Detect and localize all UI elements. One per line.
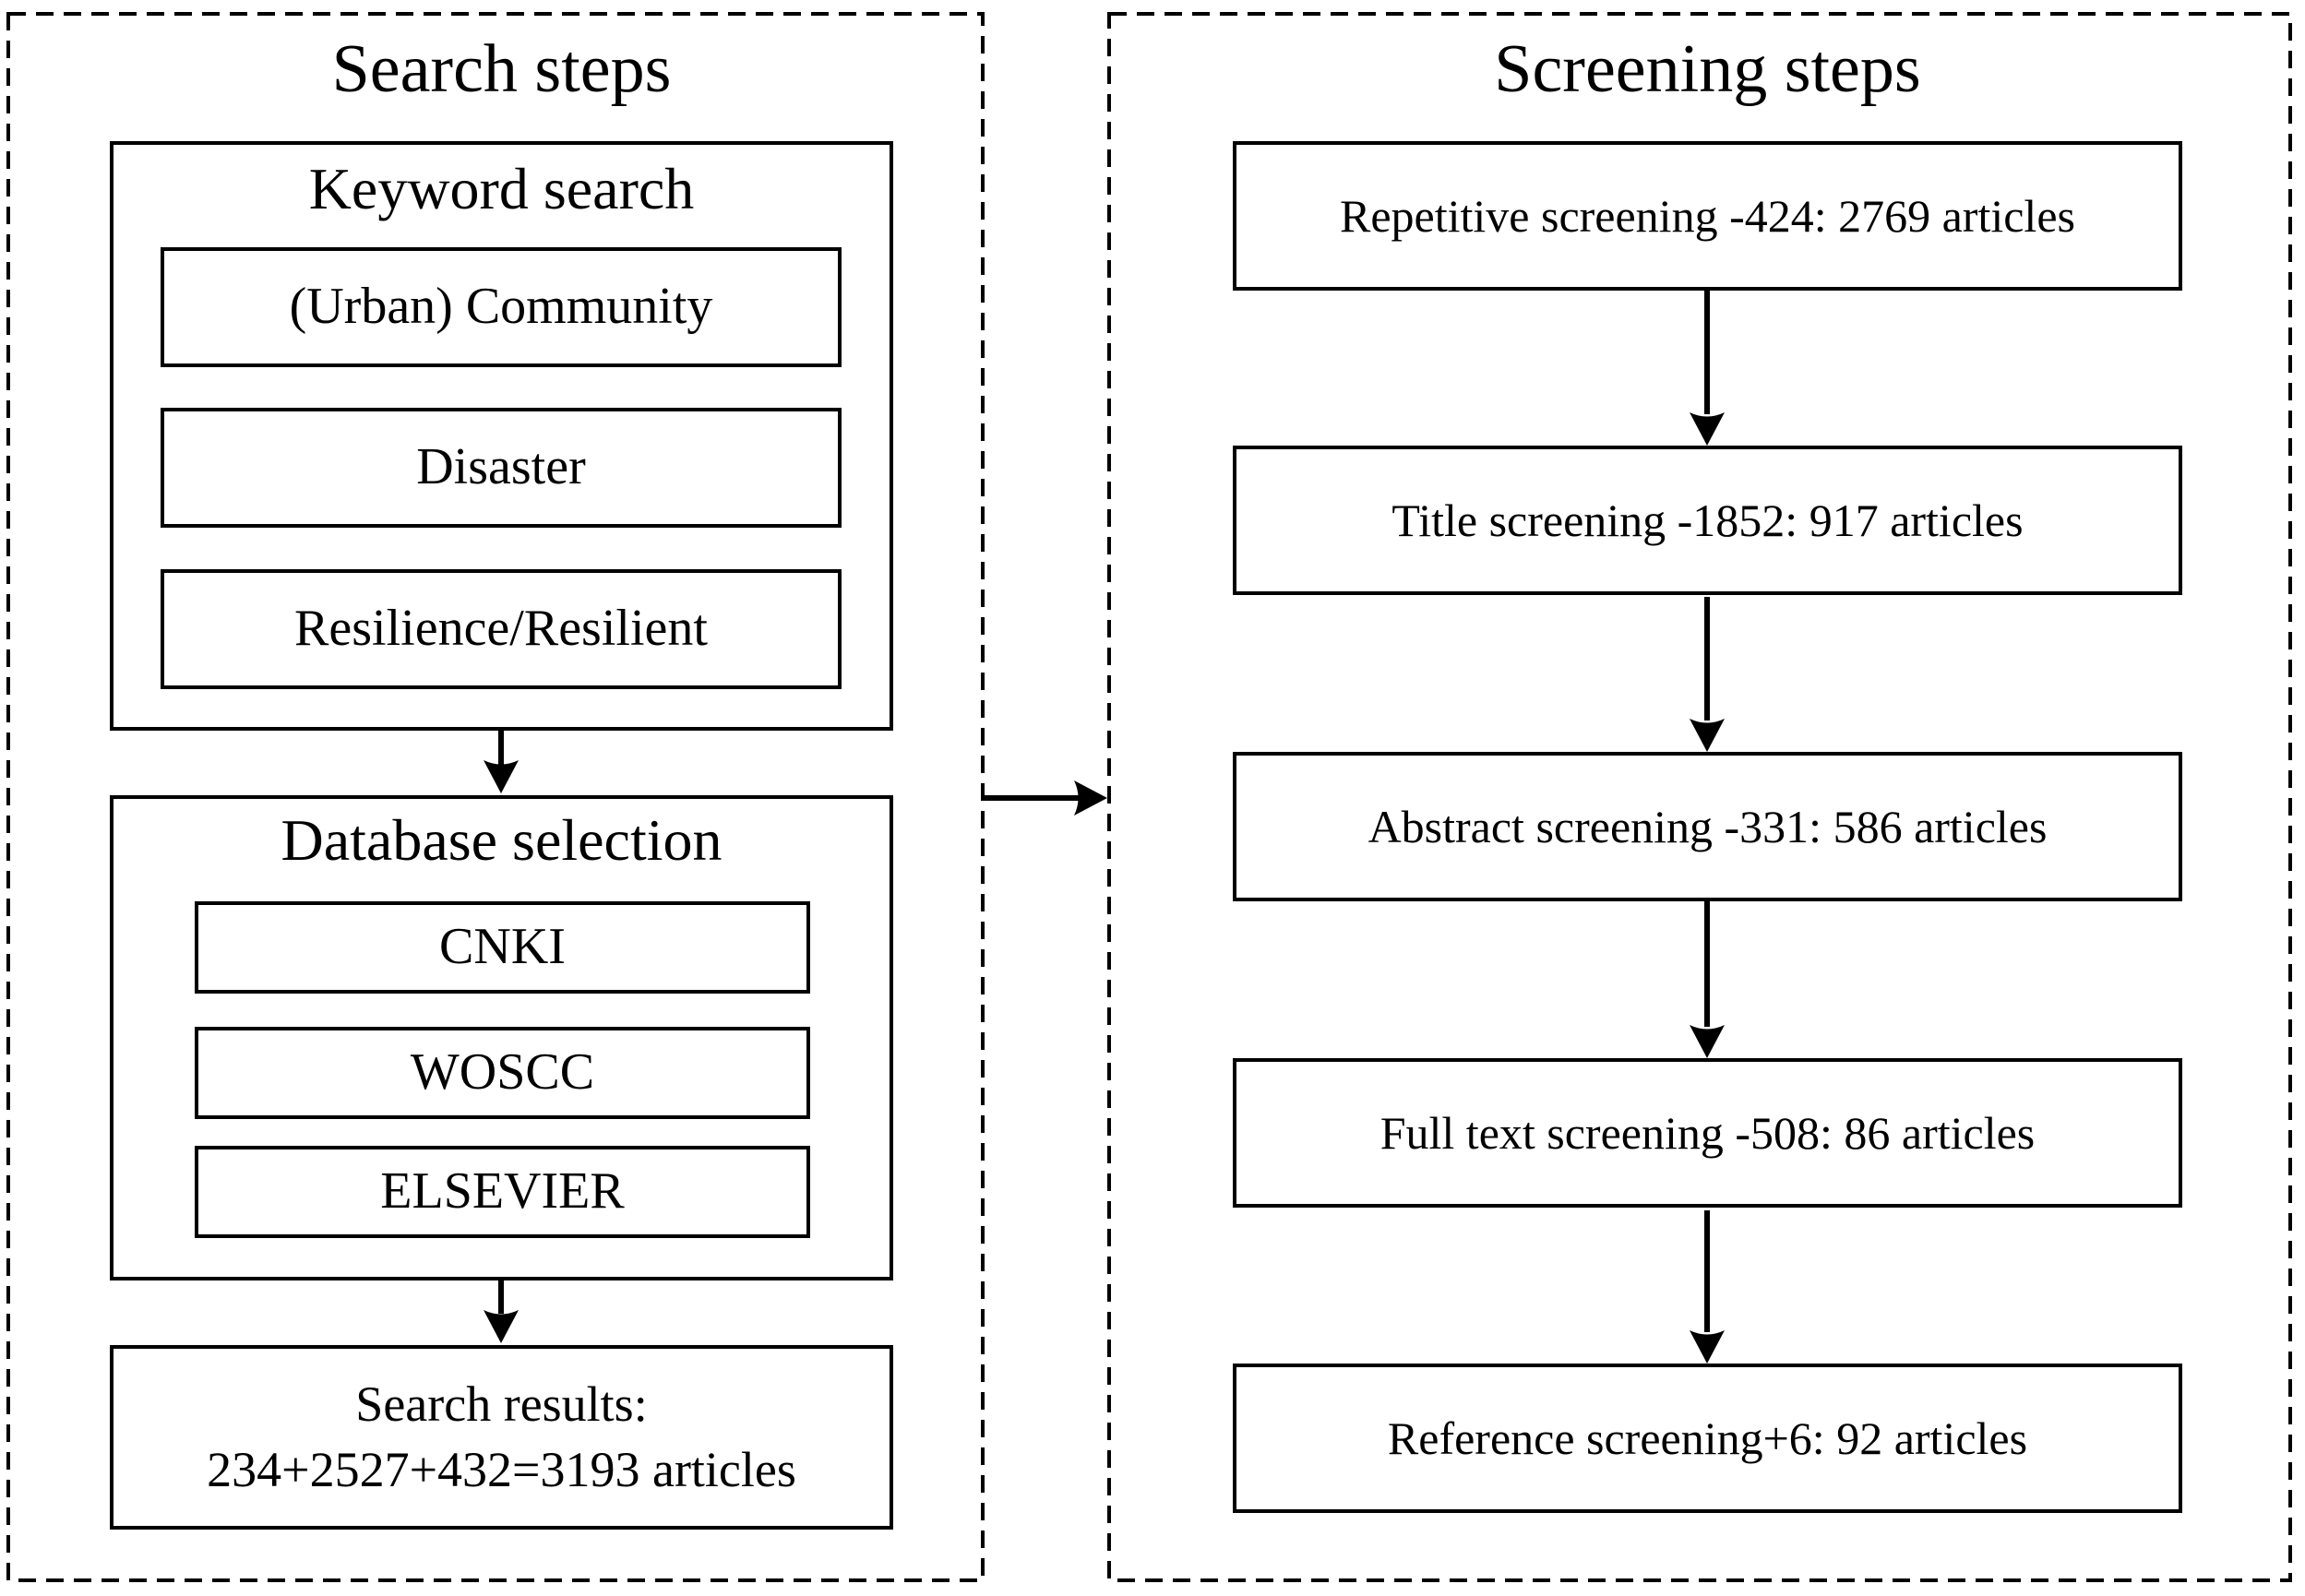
screening-step-fulltext: Full text screening -508: 86 articles <box>1233 1058 2182 1208</box>
database-item-elsevier: ELSEVIER <box>195 1146 810 1238</box>
screening-steps-panel-border <box>1107 12 2292 1582</box>
down-arrow-icon-step3-to-step4 <box>1690 901 1725 1058</box>
down-arrow-icon-step2-to-step3 <box>1690 597 1725 752</box>
screening-step-abstract: Abstract screening -331: 586 articles <box>1233 752 2182 901</box>
database-selection-group-title: Database selection <box>281 807 723 873</box>
search-steps-panel-border <box>6 12 985 1582</box>
keyword-item-urban-community: (Urban) Community <box>161 247 842 367</box>
down-arrow-icon-step4-to-step5 <box>1690 1210 1725 1364</box>
down-arrow-icon-step1-to-step2 <box>1690 291 1725 446</box>
search-results-box: Search results: 234+2527+432=3193 articl… <box>110 1345 893 1530</box>
screening-step-repetitive: Repetitive screening -424: 2769 articles <box>1233 141 2182 291</box>
screening-step-reference: Reference screening+6: 92 articles <box>1233 1364 2182 1513</box>
screening-step-title: Title screening -1852: 917 articles <box>1233 446 2182 595</box>
down-arrow-icon-database-to-results <box>484 1279 519 1343</box>
search-results-line1: Search results: <box>355 1376 648 1432</box>
keyword-item-resilience-resilient: Resilience/Resilient <box>161 569 842 689</box>
screening-steps-title: Screening steps <box>1494 31 1921 107</box>
database-item-cnki: CNKI <box>195 901 810 994</box>
down-arrow-icon-keyword-to-database <box>484 729 519 793</box>
keyword-search-group-title: Keyword search <box>308 156 695 221</box>
right-arrow-icon-search-to-screening <box>985 780 1107 816</box>
database-item-woscc: WOSCC <box>195 1027 810 1119</box>
keyword-item-disaster: Disaster <box>161 408 842 528</box>
search-steps-title: Search steps <box>331 31 672 107</box>
search-results-line2: 234+2527+432=3193 articles <box>207 1442 796 1497</box>
